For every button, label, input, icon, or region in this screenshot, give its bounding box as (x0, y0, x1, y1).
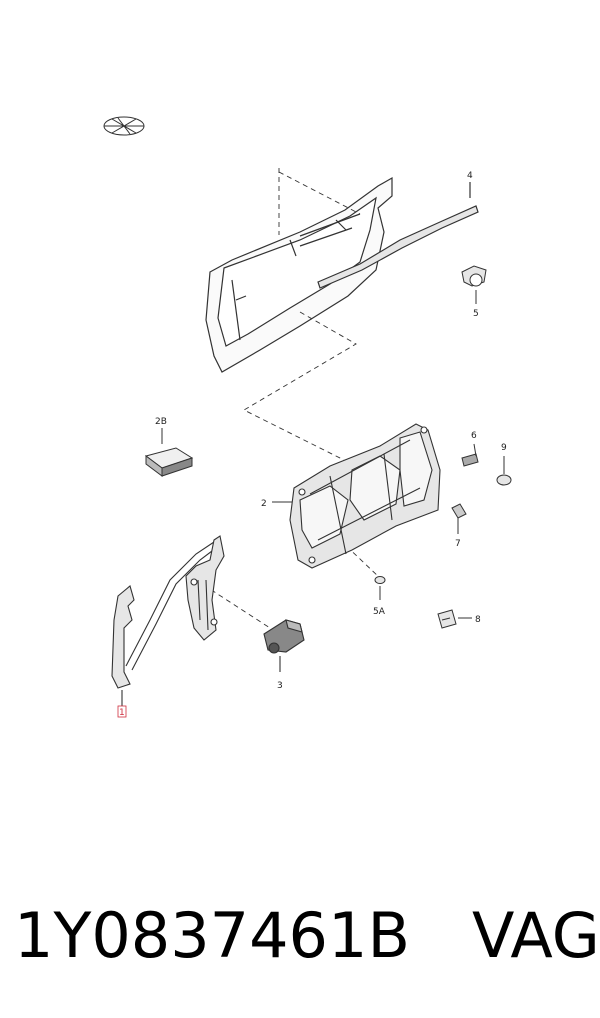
plug-part-9 (496, 456, 512, 486)
window-seal-strip (317, 182, 479, 289)
part-number: 1Y0837461B (14, 898, 410, 972)
label-3: 3 (277, 681, 283, 691)
label-2: 2 (261, 499, 267, 509)
door-module-carrier (272, 423, 441, 569)
screw-part-7 (451, 503, 467, 534)
label-1: 1 (119, 708, 125, 718)
label-8: 8 (475, 615, 481, 625)
label-1-box (117, 705, 127, 718)
label-6: 6 (471, 431, 477, 441)
vehicle-outline-icon (103, 116, 145, 136)
label-2b: 2B (155, 417, 167, 427)
window-regulator (111, 535, 225, 706)
label-5: 5 (473, 309, 479, 319)
brand-name: VAG (471, 898, 600, 972)
foam-block-2b (144, 428, 194, 477)
bolt-part-6 (461, 443, 479, 467)
clip-part-5 (461, 265, 487, 304)
clip-part-8 (437, 609, 472, 629)
label-4: 4 (467, 171, 473, 181)
footer-row: 1Y0837461B VAG (14, 895, 600, 975)
label-7: 7 (455, 539, 461, 549)
label-9: 9 (501, 443, 507, 453)
label-5a: 5A (373, 607, 386, 617)
door-shell (205, 176, 393, 373)
window-motor (263, 619, 305, 672)
grommet-part-5a (374, 576, 386, 600)
